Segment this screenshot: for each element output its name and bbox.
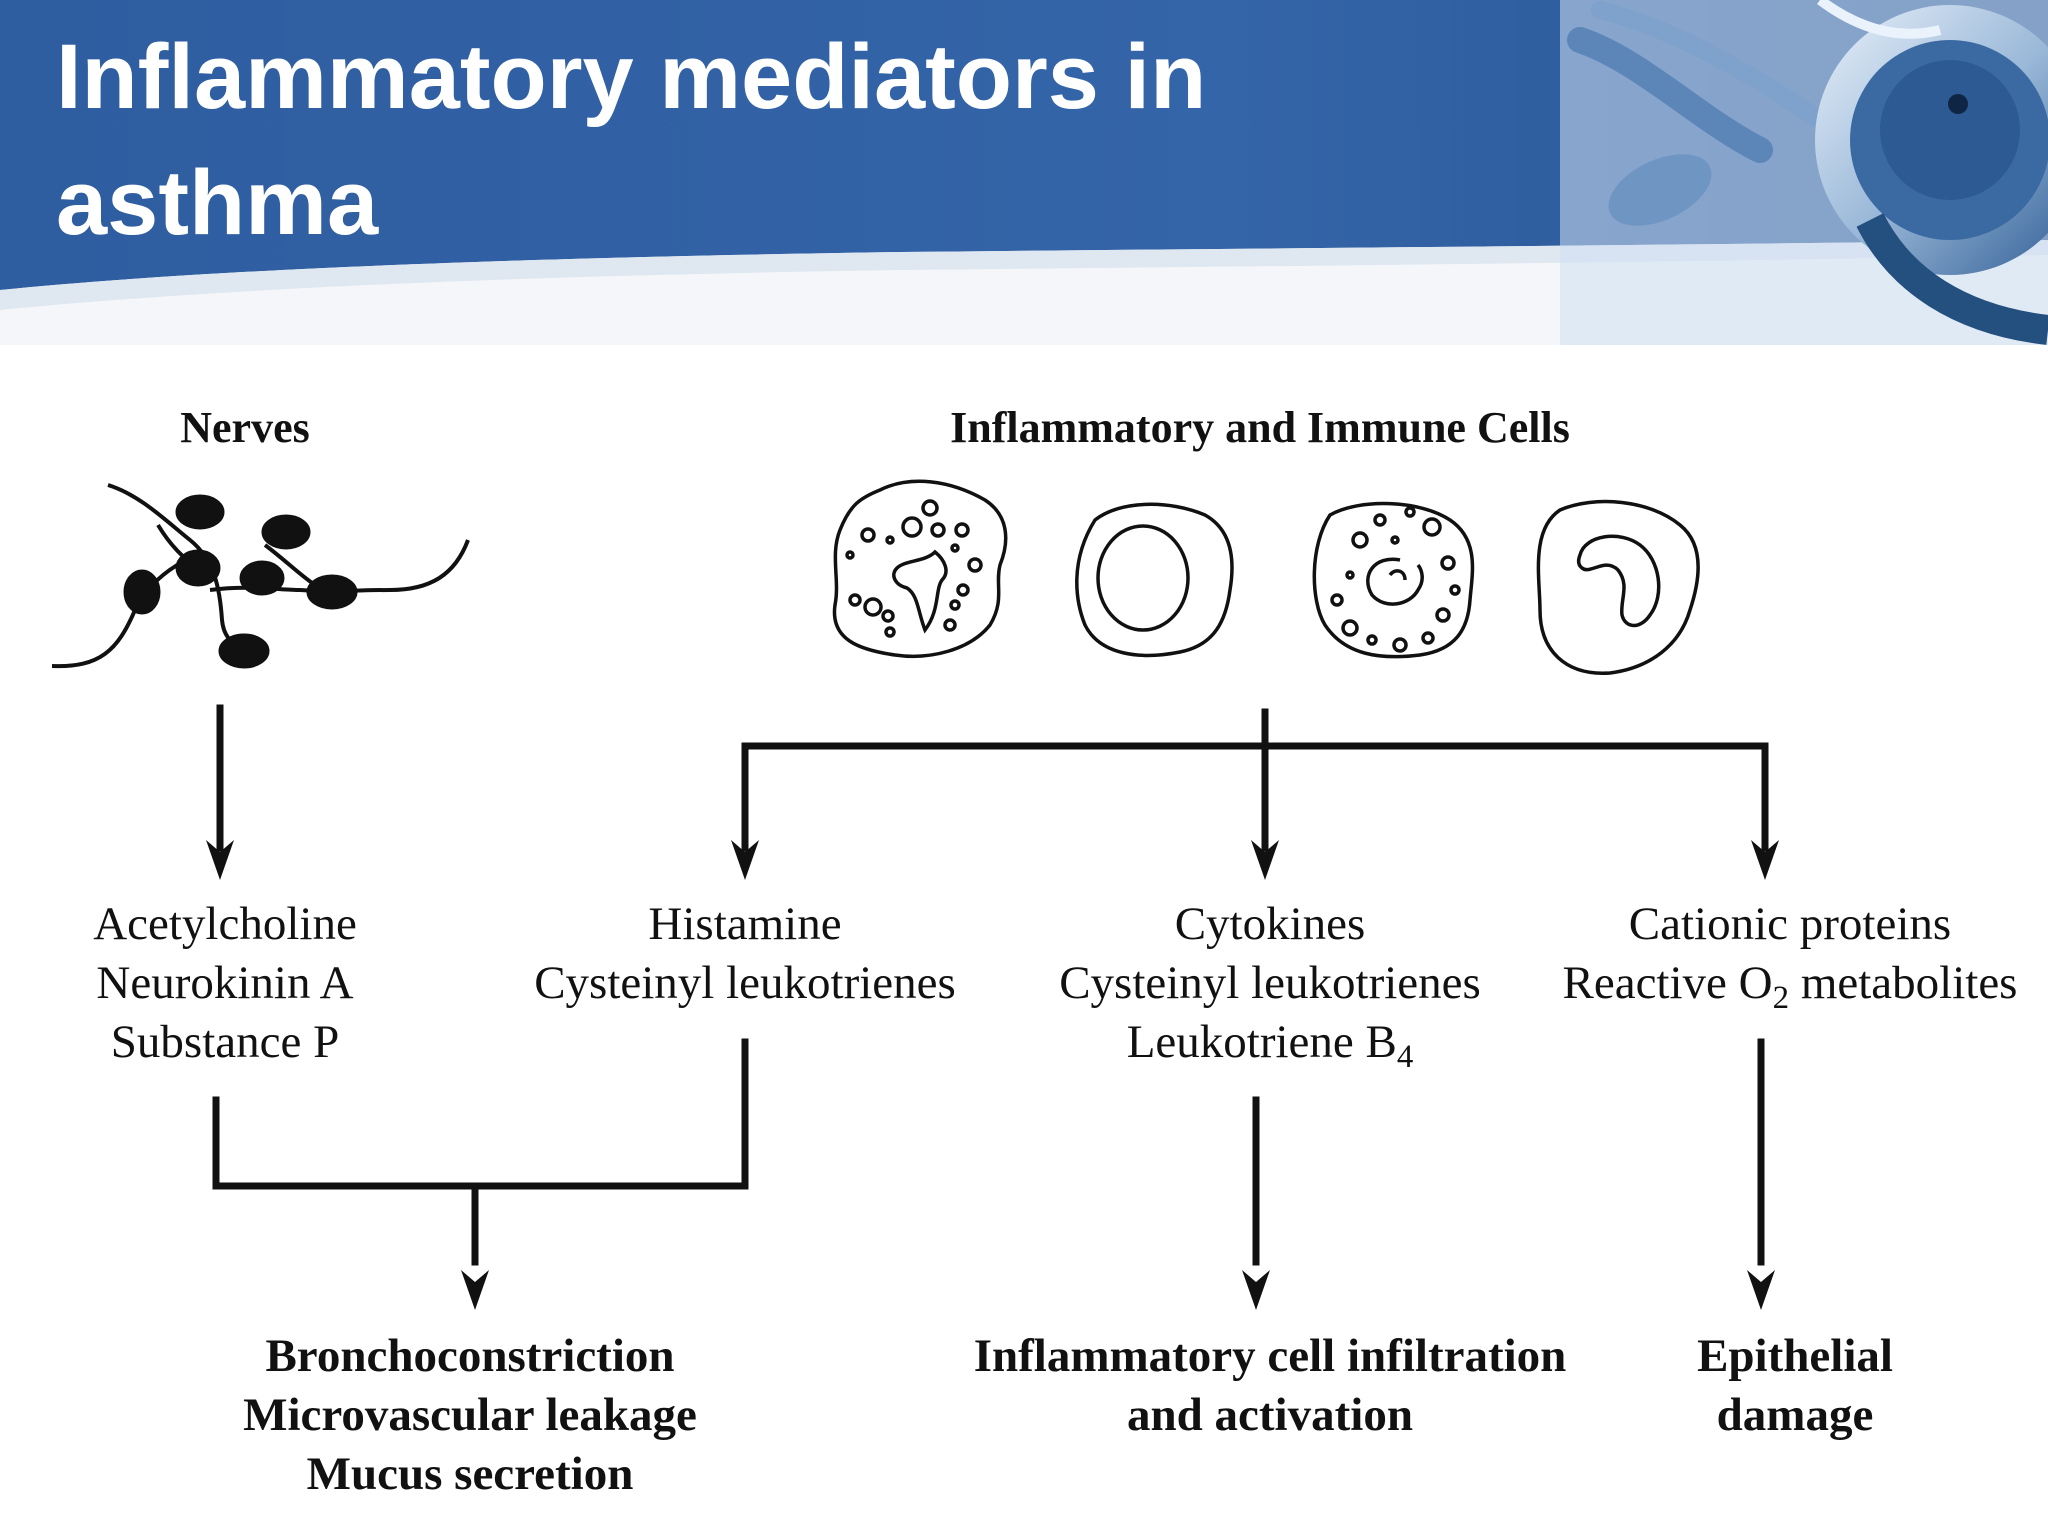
arrowhead-epithelial xyxy=(1747,1270,1775,1310)
nerve-mediators: Acetylcholine Neurokinin A Substance P xyxy=(40,895,410,1072)
macrophage-icon xyxy=(1536,499,1700,675)
arrowhead-cytokines xyxy=(1251,840,1279,880)
mediator-item: Reactive O2 metabolites xyxy=(1562,957,2018,1016)
mediator-item: Cysteinyl leukotrienes xyxy=(1059,957,1481,1009)
arrowhead-nerves xyxy=(206,840,234,880)
effect-item: damage xyxy=(1716,1389,1874,1441)
header-background xyxy=(0,0,2048,345)
mediator-item: Leukotriene B4 xyxy=(1126,1016,1414,1075)
effect-item: and activation xyxy=(1127,1389,1413,1441)
mediator-item: Cytokines xyxy=(1174,898,1366,950)
effect-item: Inflammatory cell infiltration xyxy=(973,1330,1567,1382)
mediator-item: Cationic proteins xyxy=(1628,898,1952,950)
effect-item: Mucus secretion xyxy=(306,1448,634,1500)
effect-item: Epithelial xyxy=(1697,1330,1893,1382)
airway-merge-line xyxy=(212,1038,749,1190)
histamine-mediators: Histamine Cysteinyl leukotrienes xyxy=(505,895,985,1013)
infiltration-effects: Inflammatory cell infiltration and activ… xyxy=(950,1327,1590,1445)
arrowheads xyxy=(206,840,1779,1310)
slide-title: Inflammatory mediators in asthma xyxy=(56,26,1207,254)
arrowhead-histamine xyxy=(731,840,759,880)
mediator-item: Cysteinyl leukotrienes xyxy=(534,957,956,1009)
diagram-graphics xyxy=(51,479,1779,1310)
cells-heading: Inflammatory and Immune Cells xyxy=(950,403,1570,452)
mast-cell-icon xyxy=(832,479,1008,658)
mediator-item: Neurokinin A xyxy=(96,957,354,1009)
mediator-item: Histamine xyxy=(648,898,842,950)
stethoscope-icon xyxy=(1560,0,2048,345)
epithelial-effects: Epithelial damage xyxy=(1600,1327,1990,1445)
lymphocyte-icon xyxy=(1075,502,1234,658)
cytokine-mediators: Cytokines Cysteinyl leukotrienes Leukotr… xyxy=(1035,895,1505,1075)
arrowhead-cationic xyxy=(1751,840,1779,880)
effect-item: Microvascular leakage xyxy=(243,1389,697,1441)
arrowhead-airway xyxy=(461,1270,489,1310)
airway-effects: Bronchoconstriction Microvascular leakag… xyxy=(200,1327,740,1504)
eosinophil-icon xyxy=(1312,501,1475,659)
mediator-item: Acetylcholine xyxy=(93,898,357,950)
mediator-item: Substance P xyxy=(110,1016,340,1068)
connector-lines xyxy=(212,704,1769,1266)
slide-header: Inflammatory mediators in asthma xyxy=(0,0,2048,345)
mediator-diagram: Nerves Inflammatory and Immune Cells Ace… xyxy=(0,345,2048,1536)
cells-bracket-line xyxy=(741,742,1769,852)
arrowhead-infiltration xyxy=(1242,1270,1270,1310)
nerves-heading: Nerves xyxy=(180,403,310,452)
nerve-cells-icon xyxy=(51,483,470,669)
cationic-mediators: Cationic proteins Reactive O2 metabolite… xyxy=(1540,895,2040,1016)
effect-item: Bronchoconstriction xyxy=(265,1330,675,1382)
